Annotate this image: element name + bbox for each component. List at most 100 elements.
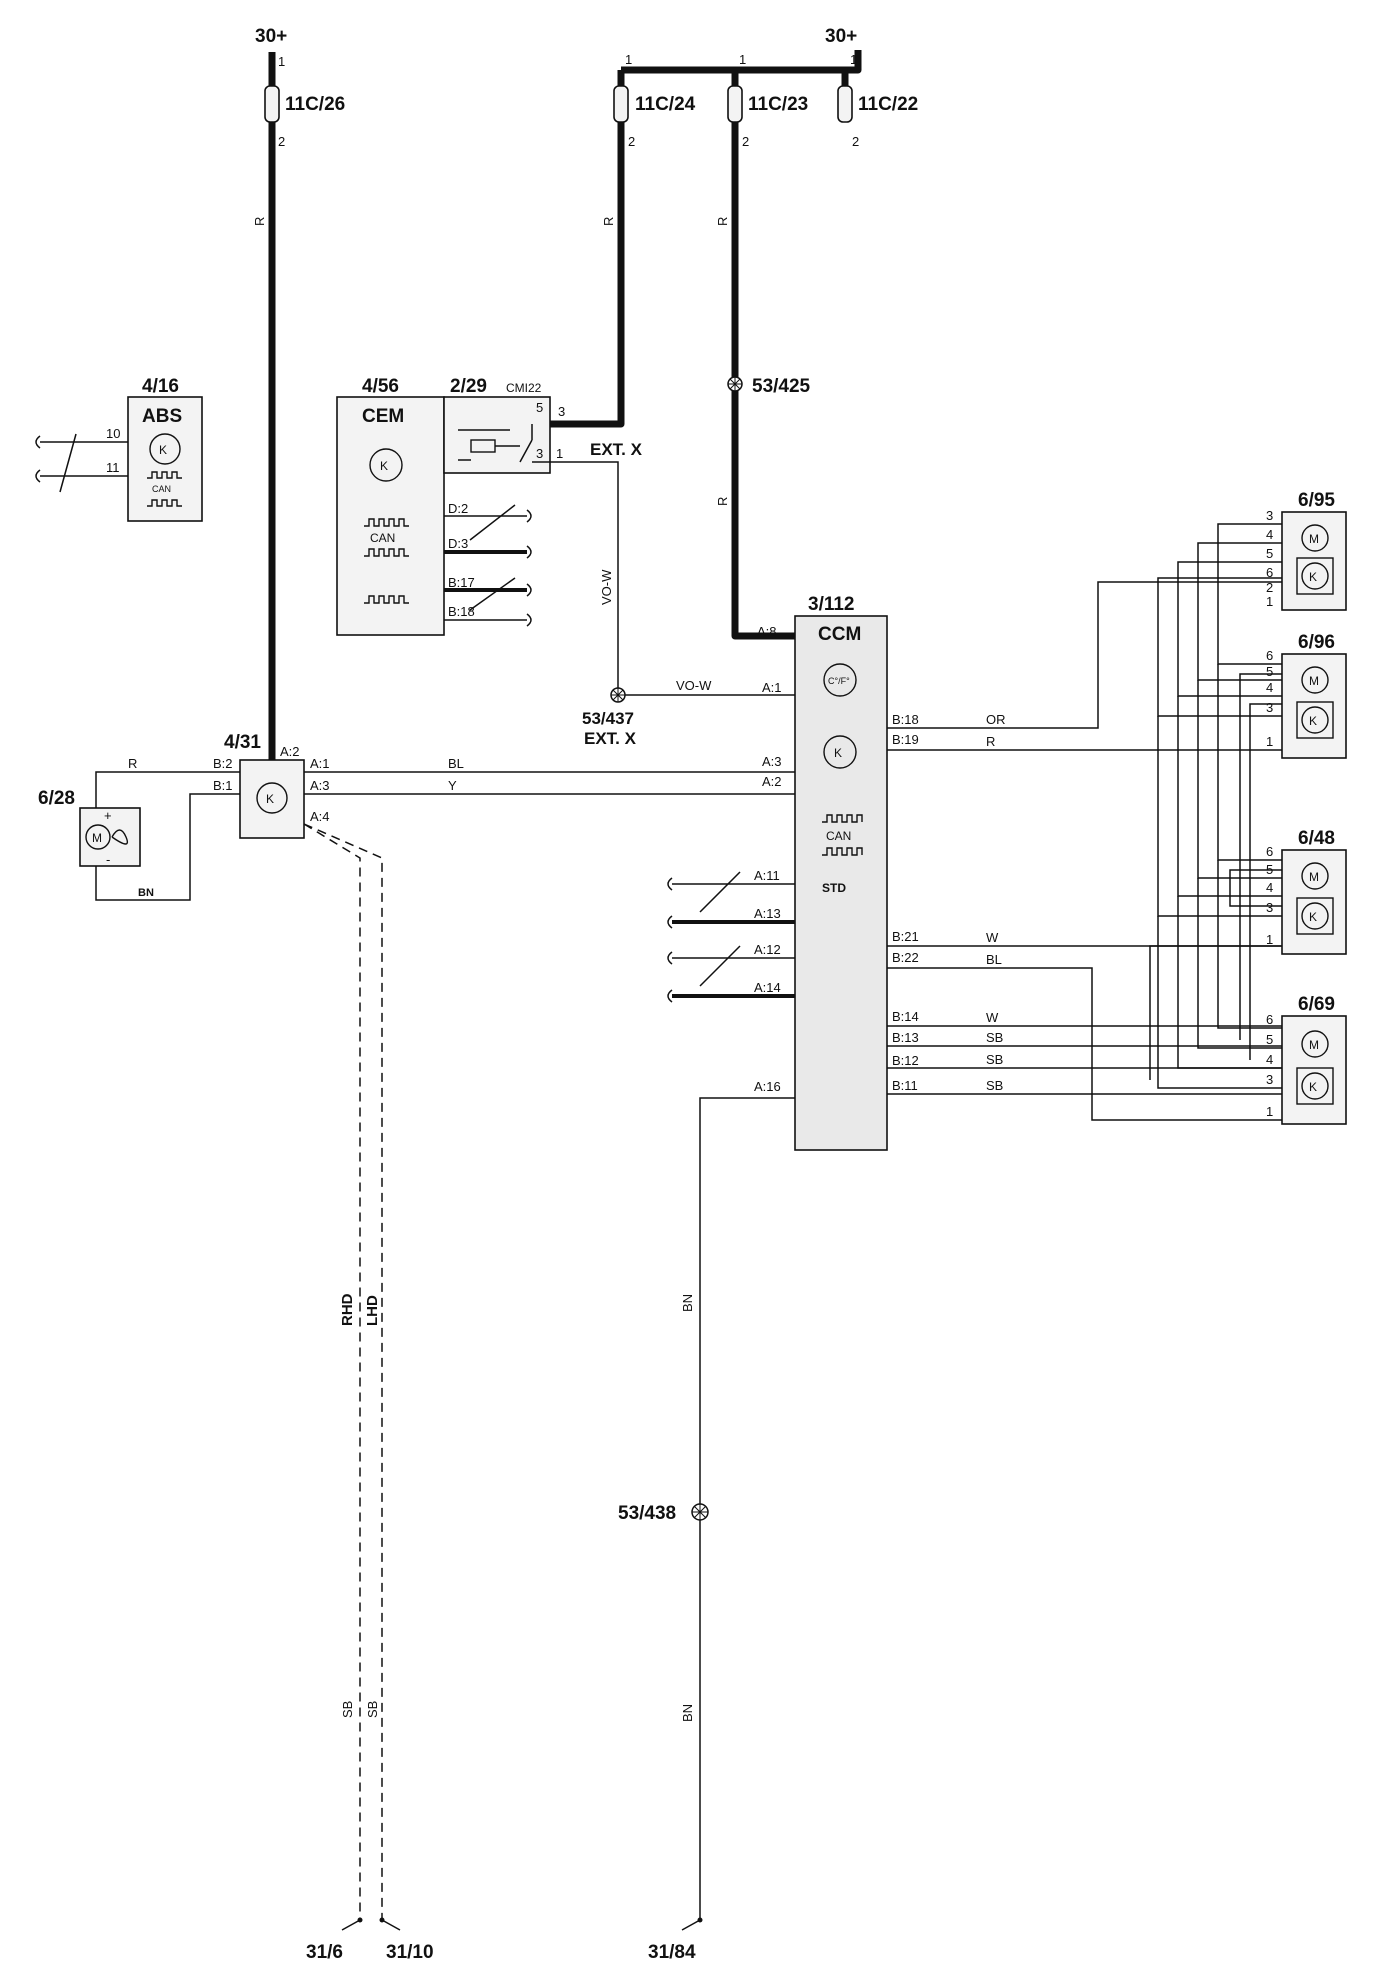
pin-label: 1 — [1266, 594, 1273, 609]
pin-label: 6 — [1266, 565, 1273, 580]
fuse-pin: 2 — [278, 134, 285, 149]
pin-label: 3 — [558, 404, 565, 419]
wire-color-r: R — [252, 217, 267, 226]
pin-label: 4 — [1266, 880, 1273, 895]
wire-color-sb: SB — [986, 1078, 1003, 1093]
pin-label: 6 — [1266, 844, 1273, 859]
motor-icon: M — [1309, 674, 1319, 688]
component-id: 6/95 — [1298, 490, 1335, 511]
motor-icon: M — [1309, 532, 1319, 546]
pin-label: A:3 — [762, 754, 782, 769]
pin-label: A:1 — [762, 680, 782, 695]
wire-color-bn: BN — [680, 1294, 695, 1312]
wire-color-bl: BL — [448, 756, 464, 771]
fan-motor-6-28: 6/28 M + - — [38, 788, 141, 867]
pin-label: 1 — [1266, 734, 1273, 749]
splice-label: 53/425 — [752, 376, 811, 397]
wire-color-w: W — [986, 930, 999, 945]
pin-label: 5 — [536, 400, 543, 415]
wire-color-w: W — [986, 1010, 999, 1025]
fuse-pin: 2 — [742, 134, 749, 149]
pin-label: 5 — [1266, 664, 1273, 679]
splice-label: 53/437 — [582, 709, 634, 728]
pin-label: B:11 — [892, 1078, 918, 1093]
splice-label: 53/438 — [618, 1503, 676, 1524]
pin-label: 11 — [106, 460, 120, 475]
motor-icon: M — [1309, 1038, 1319, 1052]
splice-53-437: 53/437 EXT. X — [582, 687, 637, 748]
fuse-pin: 1 — [739, 52, 746, 67]
component-id: 6/69 — [1298, 994, 1335, 1015]
wire-color-or: OR — [986, 712, 1006, 727]
component-name: CCM — [818, 624, 861, 645]
pin-label: B:12 — [892, 1053, 919, 1068]
pin-label: 5 — [1266, 1032, 1273, 1047]
pin-label: A:3 — [310, 778, 330, 793]
fuse-11c23: 11C/23 1 2 — [727, 52, 808, 149]
pin-label: A:16 — [754, 1079, 781, 1094]
pin-label: D:3 — [448, 536, 468, 551]
fuse-label: 11C/26 — [285, 94, 345, 115]
pin-label: A:4 — [310, 809, 330, 824]
motor-6-96: 6/96 M K — [1281, 632, 1347, 759]
wire-color-sb: SB — [365, 1701, 380, 1718]
fuse-pin: 2 — [628, 134, 635, 149]
k-icon: K — [1309, 1080, 1317, 1094]
fuse-label: 11C/23 — [748, 94, 808, 115]
component-id: 4/31 — [224, 732, 261, 753]
pin-label: 3 — [1266, 900, 1273, 915]
ground-label: 31/84 — [648, 1942, 696, 1963]
component-name: CEM — [362, 406, 404, 427]
fuse-label: 11C/22 — [858, 94, 918, 115]
pin-label: A:14 — [754, 980, 781, 995]
supply-label-1: 30+ — [255, 26, 287, 47]
motor-6-69: 6/69 M K — [1281, 994, 1347, 1125]
pin-label: 4 — [1266, 680, 1273, 695]
motor-icon: M — [92, 831, 102, 845]
pin-label: B:22 — [892, 950, 919, 965]
wire-color-sb: SB — [986, 1030, 1003, 1045]
wire-color-rhd: RHD — [339, 1293, 356, 1326]
pin-label: A:12 — [754, 942, 781, 957]
pin-label: + — [104, 808, 112, 823]
controller-4-31: 4/31 K A:2 A:1 A:3 A:4 B:2 B:1 — [213, 732, 330, 839]
component-id: 3/112 — [808, 594, 855, 615]
k-icon: K — [266, 792, 274, 806]
pin-label: 1 — [556, 446, 563, 461]
k-icon: K — [1309, 570, 1317, 584]
fuse-pin: 1 — [850, 52, 857, 67]
pin-label: B:14 — [892, 1009, 919, 1024]
pin-label: 4 — [1266, 1052, 1273, 1067]
fuse-11c26: 11C/26 1 2 — [264, 54, 345, 149]
k-icon: K — [380, 459, 388, 473]
ground-label: 31/10 — [386, 1942, 434, 1963]
k-icon: K — [1309, 714, 1317, 728]
pin-label: 3 — [536, 446, 543, 461]
wire-color-y: Y — [448, 778, 457, 793]
splice-label: EXT. X — [584, 729, 637, 748]
component-id: 6/48 — [1298, 828, 1335, 849]
pin-label: B:2 — [213, 756, 233, 771]
relay-2-29: 2/29 CMI22 5 3 3 1 EXT. X — [443, 376, 643, 474]
pin-label: 2 — [1266, 580, 1273, 595]
pin-label: 1 — [1266, 932, 1273, 947]
wire-color-lhd: LHD — [364, 1295, 381, 1326]
can-icon: CAN — [370, 531, 395, 545]
ground-label: 31/6 — [306, 1942, 343, 1963]
pin-label: 6 — [1266, 648, 1273, 663]
abs-module: 4/16 ABS K CAN 10 11 — [35, 376, 203, 522]
pin-label: A:13 — [754, 906, 781, 921]
cem-module: 4/56 CEM K CAN 4 1 2 D:2 D:3 B:17 B:18 — [336, 376, 532, 636]
wire-color-sb: SB — [986, 1052, 1003, 1067]
ext-x-label: EXT. X — [590, 440, 643, 459]
pin-label: B:19 — [892, 732, 919, 747]
can-icon: CAN — [826, 829, 851, 843]
pin-label: B:17 — [448, 575, 475, 590]
ground-symbols: 31/6 31/10 31/84 — [306, 1917, 703, 1963]
wire-color-bn: BN — [680, 1704, 695, 1722]
fuse-label: 11C/24 — [635, 94, 696, 115]
pin-label: B:18 — [892, 712, 919, 727]
pin-label: A:1 — [310, 756, 330, 771]
wire-color-bn: BN — [138, 887, 154, 899]
component-id: 4/16 — [142, 376, 179, 397]
